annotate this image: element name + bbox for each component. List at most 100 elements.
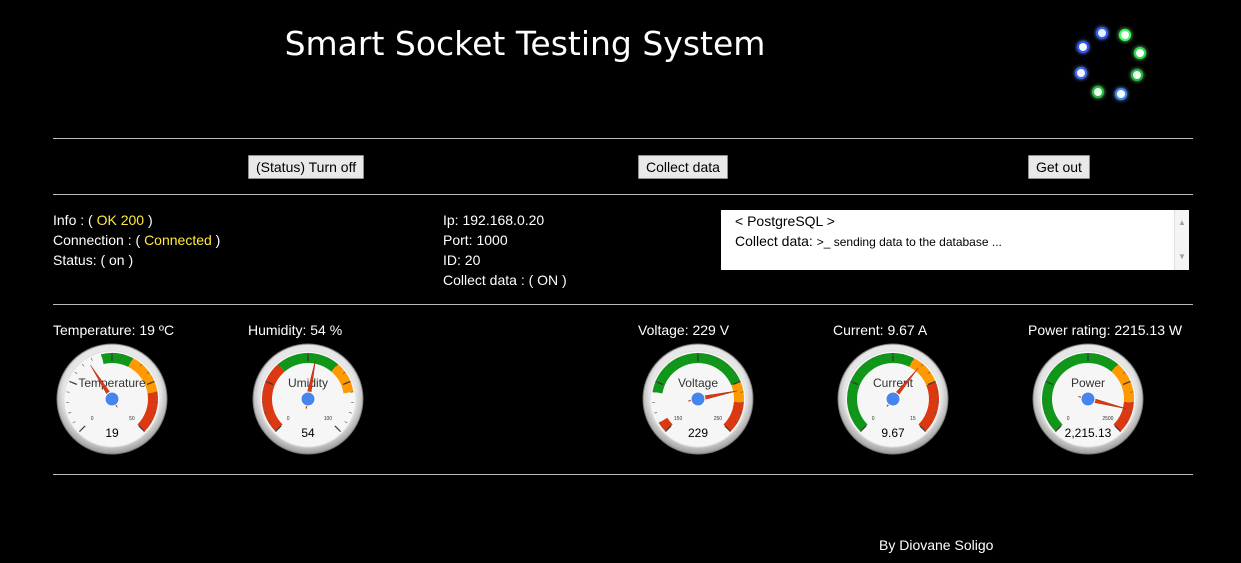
connection-value: Connected: [144, 232, 212, 248]
gauge-minor-tick: [338, 429, 341, 432]
gauge-hub: [885, 391, 901, 407]
gauge-minor-tick: [146, 371, 150, 374]
gauge-minor-tick: [100, 354, 103, 358]
gauge-minor-tick: [912, 357, 915, 361]
gauge-minor-tick: [1128, 412, 1132, 414]
gauge-band: [723, 401, 744, 432]
divider: [53, 474, 1193, 475]
port: Port: 1000: [443, 232, 508, 248]
gauge-max-label: 250: [714, 416, 723, 422]
gauge-minor-tick: [667, 363, 671, 367]
gauge-min-label: 0: [287, 416, 290, 422]
page-title: Smart Socket Testing System: [284, 24, 766, 63]
gauge-minor-tick: [655, 381, 659, 383]
gauge-minor-tick: [139, 363, 143, 367]
divider: [53, 194, 1193, 195]
gauge-minor-tick: [932, 381, 936, 383]
gauge-minor-tick: [665, 429, 668, 432]
gauge-minor-tick: [855, 371, 859, 374]
gauge-min-label: 150: [674, 416, 683, 422]
gauge-minor-tick: [148, 421, 152, 424]
gauge-label: Temperature: 19 ºC: [53, 322, 175, 338]
gauge-minor-tick: [335, 363, 339, 367]
gauge-minor-tick: [1127, 381, 1131, 383]
gauge-minor-tick: [72, 421, 76, 424]
gauge-minor-tick: [1057, 363, 1061, 367]
gauge-minor-tick: [686, 354, 689, 358]
gauge-max-label: 2500: [1102, 416, 1113, 422]
gauge-label: Current: 9.67 A: [833, 322, 928, 338]
collect-data-button[interactable]: Collect data: [638, 155, 728, 179]
gauge-band: [262, 364, 285, 432]
gauge-minor-tick: [734, 421, 738, 424]
gauge-minor-tick: [268, 421, 272, 424]
gauge-minor-tick: [342, 371, 346, 374]
get-out-button[interactable]: Get out: [1028, 155, 1090, 179]
gauge-label: Voltage: 229 V: [638, 322, 730, 338]
gauge-minor-tick: [265, 381, 269, 383]
gauge-minor-tick: [68, 412, 72, 414]
gauge-minor-tick: [264, 412, 268, 414]
gauge-minor-tick: [737, 381, 741, 383]
gauge-min-label: 0: [872, 416, 875, 422]
gauge-band: [731, 381, 744, 403]
status-line: Status: ( on ): [53, 252, 134, 268]
gauge-minor-tick: [881, 354, 884, 358]
gauge-minor-tick: [317, 354, 320, 358]
gauge-minor-tick: [927, 371, 931, 374]
gauge-band: [658, 417, 673, 432]
gauge-minor-tick: [1115, 363, 1119, 367]
log-scrollbar[interactable]: ▲ ▼: [1174, 210, 1189, 270]
gauge-minor-tick: [1055, 429, 1058, 432]
gauge-band: [331, 364, 354, 394]
divider: [53, 304, 1193, 305]
gauge-minor-tick: [348, 412, 352, 414]
gauge-minor-tick: [871, 357, 874, 361]
gauge-minor-tick: [79, 429, 82, 432]
gauge-minor-tick: [1107, 357, 1110, 361]
gauge-minor-tick: [849, 412, 853, 414]
gauge-minor-tick: [1124, 421, 1128, 424]
gauge-band: [652, 353, 741, 394]
gauge-minor-tick: [725, 363, 729, 367]
gauge-minor-tick: [1048, 421, 1052, 424]
gauge-value-readout: 229: [688, 426, 708, 440]
ip-address: Ip: 192.168.0.20: [443, 212, 545, 228]
gauge-band: [909, 358, 936, 386]
gauge-value-readout: 9.67: [881, 426, 905, 440]
database-log[interactable]: < PostgreSQL > Collect data: >_ sending …: [721, 210, 1189, 270]
gauge-max-label: 50: [129, 416, 135, 422]
gauge-minor-tick: [902, 354, 905, 358]
gauge-minor-tick: [853, 421, 857, 424]
scroll-down-icon[interactable]: ▼: [1178, 252, 1186, 261]
gauge-minor-tick: [1076, 354, 1079, 358]
gauge-band: [1111, 364, 1134, 403]
gauge-minor-tick: [929, 421, 933, 424]
gauge-minor-tick: [732, 371, 736, 374]
gauge-minor-tick: [728, 429, 731, 432]
network-panel: Ip: 192.168.0.20 Port: 1000 ID: 20 Colle…: [443, 210, 567, 290]
gauge-min-label: 0: [1067, 416, 1070, 422]
divider: [53, 138, 1193, 139]
gauge-minor-tick: [270, 371, 274, 374]
gauge-minor-tick: [676, 357, 679, 361]
gauge-label: Power rating: 2215.13 W: [1028, 322, 1183, 338]
status-toggle-button[interactable]: (Status) Turn off: [248, 155, 365, 179]
gauge-minor-tick: [347, 381, 351, 383]
gauge-value-readout: 19: [105, 426, 119, 440]
gauge-minor-tick: [277, 363, 281, 367]
log-line: < PostgreSQL >: [735, 213, 835, 229]
gauge-minor-tick: [707, 354, 710, 358]
gauge-minor-tick: [923, 429, 926, 432]
gauge-minor-tick: [286, 357, 289, 361]
gauge-name: Voltage: [678, 376, 718, 390]
info-status-line: Info : ( OK 200 ): [53, 212, 153, 228]
gauge-minor-tick: [850, 381, 854, 383]
gauge-band: [1113, 401, 1134, 432]
scroll-up-icon[interactable]: ▲: [1178, 218, 1186, 227]
gauge-min-label: 0: [91, 416, 94, 422]
gauge-band: [847, 353, 914, 432]
gauge-max-label: 15: [910, 416, 916, 422]
